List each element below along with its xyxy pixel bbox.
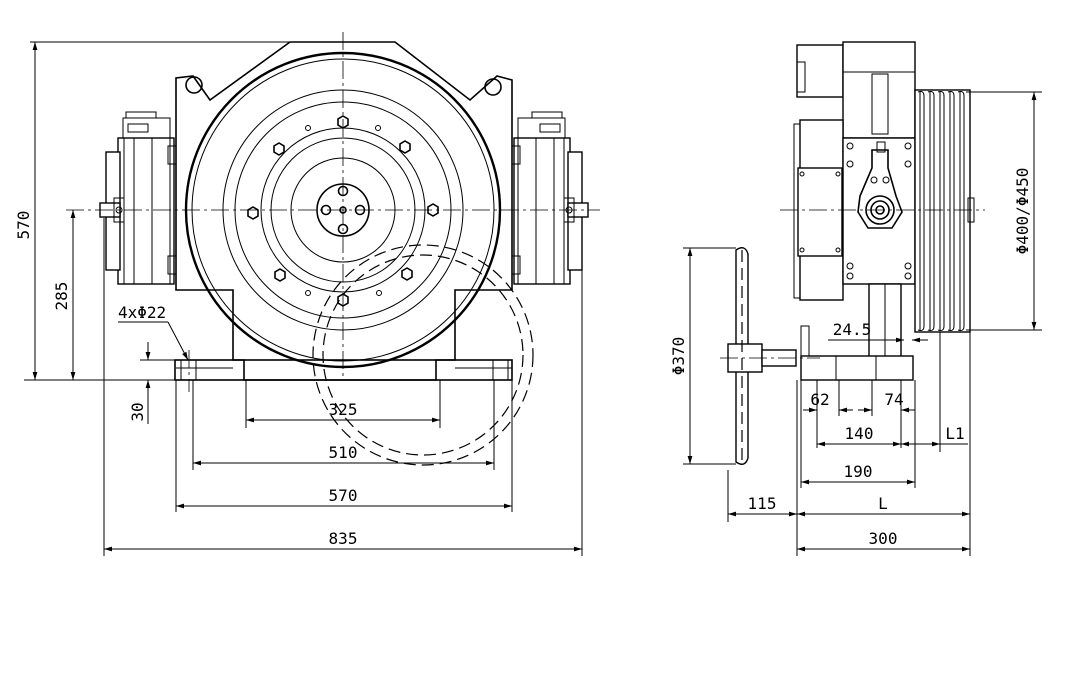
sheave-grooves: [914, 89, 975, 333]
dim-d: 190: [844, 462, 873, 481]
dim-a: 62: [810, 390, 829, 409]
dim-handwheel: Φ370: [669, 337, 688, 376]
dim-c: 140: [845, 424, 874, 443]
dim-sheave: Φ400/Φ450: [1013, 168, 1032, 255]
handwheel-outline-outer: [312, 244, 534, 466]
dim-rib: 24.5: [833, 320, 872, 339]
dim-overall-width: 835: [329, 529, 358, 548]
bolt-circle: [247, 115, 439, 307]
brake-box: [797, 167, 843, 257]
brake-right: [511, 111, 589, 285]
dim-l1: L1: [945, 424, 964, 443]
dim-l: L: [878, 494, 888, 513]
housing-outline: [175, 41, 513, 381]
dim-base-thickness: 30: [128, 402, 147, 421]
front-view: 570 285 30 4xΦ22 325 510 570 8: [14, 32, 600, 556]
base-plate: [174, 359, 513, 381]
handwheel: [720, 247, 820, 465]
handwheel-outline-inner: [322, 254, 524, 456]
dim-outer-base: 570: [329, 486, 358, 505]
dim-holes: 4xΦ22: [118, 303, 166, 322]
ear-hole-left: [185, 76, 203, 94]
dim-height-total: 570: [14, 211, 33, 240]
brake-left: [99, 111, 177, 285]
dim-mid-base: 510: [329, 443, 358, 462]
dim-height-axis: 285: [52, 282, 71, 311]
dim-inner-base: 325: [329, 400, 358, 419]
side-plate: [842, 137, 916, 285]
ear-hole-right: [484, 78, 502, 96]
dim-total: 300: [869, 529, 898, 548]
dim-b: 74: [884, 390, 903, 409]
dim-e: 115: [748, 494, 777, 513]
side-view: Φ370 Φ400/Φ450 24.5 62 74 140 L1: [669, 41, 1042, 556]
